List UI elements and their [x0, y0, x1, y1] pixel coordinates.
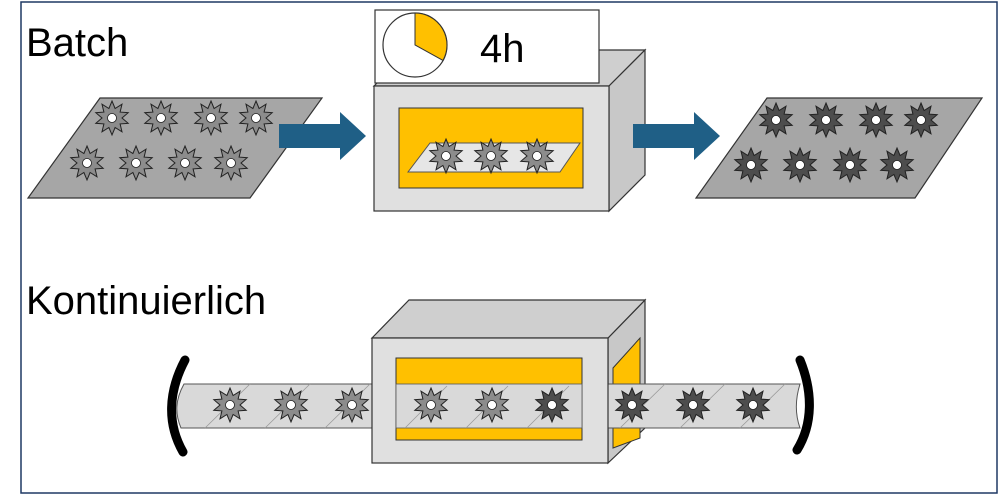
- finished-gear-icon: [534, 386, 570, 424]
- continuous-label: Kontinuierlich: [26, 279, 266, 323]
- output-arrow-icon: [633, 112, 720, 160]
- raw-gear-icon: [428, 137, 464, 175]
- duration-label: 4h: [480, 27, 525, 71]
- finished-gear-icon: [733, 146, 769, 184]
- belt-right-end: [792, 355, 814, 455]
- raw-gear-icon: [118, 144, 154, 182]
- continuous-oven: [370, 299, 647, 464]
- batch-label: Batch: [26, 21, 128, 65]
- finished-gear-icon: [735, 386, 771, 424]
- finished-gear-icon: [808, 101, 844, 139]
- belt-left-end: [167, 355, 190, 457]
- raw-gear-icon: [143, 99, 179, 137]
- finished-gear-icon: [614, 386, 650, 424]
- raw-gear-icon: [193, 99, 229, 137]
- timer-box: 4h: [374, 9, 600, 84]
- raw-gear-icon: [167, 144, 203, 182]
- raw-gear-icon: [212, 386, 248, 424]
- finished-gear-icon: [758, 101, 794, 139]
- raw-gear-icon: [69, 144, 105, 182]
- output-tray-parts: [733, 101, 939, 184]
- batch-oven: [372, 48, 647, 213]
- finished-gear-icon: [879, 146, 915, 184]
- raw-gear-icon: [474, 386, 510, 424]
- raw-gear-icon: [413, 386, 449, 424]
- finished-gear-icon: [858, 101, 894, 139]
- finished-gear-icon: [903, 101, 939, 139]
- clock-progress-wedge: [414, 12, 448, 62]
- finished-gear-icon: [832, 146, 868, 184]
- raw-gear-icon: [519, 137, 555, 175]
- raw-gear-icon: [94, 99, 130, 137]
- raw-gear-icon: [473, 137, 509, 175]
- finished-gear-icon: [782, 146, 818, 184]
- input-arrow-icon: [279, 112, 366, 160]
- belt-parts: [212, 386, 771, 424]
- raw-gear-icon: [213, 144, 249, 182]
- raw-gear-icon: [238, 99, 274, 137]
- oven-top: [370, 299, 647, 339]
- raw-gear-icon: [273, 386, 309, 424]
- finished-gear-icon: [675, 386, 711, 424]
- input-tray-parts: [69, 99, 274, 182]
- raw-gear-icon: [334, 386, 370, 424]
